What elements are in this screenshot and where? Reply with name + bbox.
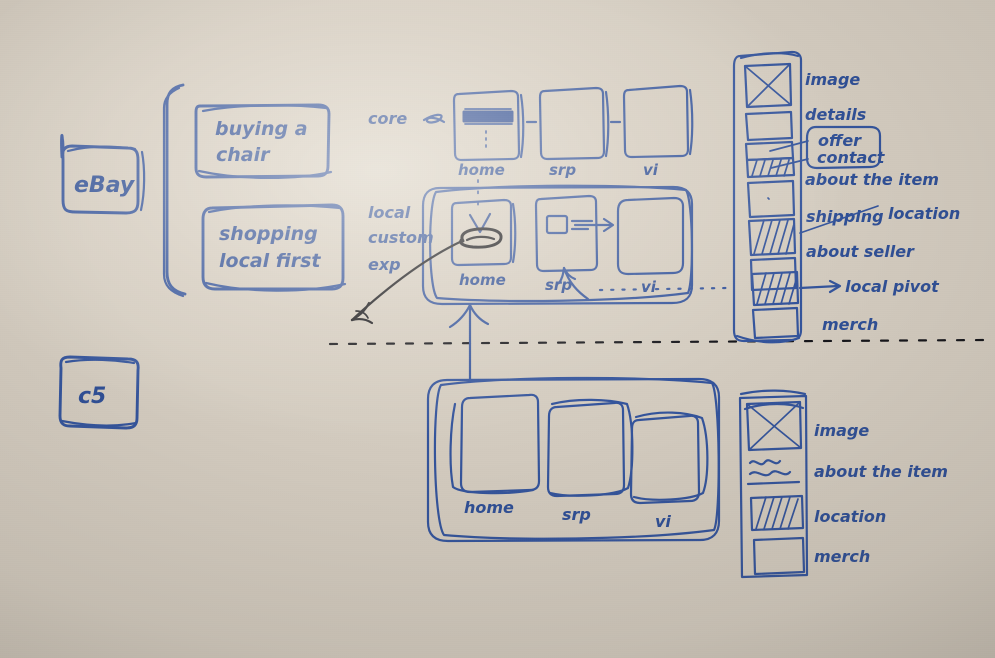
- local-label-image: image: [814, 421, 869, 440]
- c5-node[interactable]: c5: [58, 355, 140, 430]
- module-block-details[interactable]: [744, 110, 794, 142]
- vi-label-about-seller: about seller: [806, 242, 915, 261]
- vi-label-location-group: shipping location: [799, 204, 960, 234]
- core-screen-home-label: home: [458, 161, 505, 179]
- scenario-line1: buying a: [215, 118, 308, 140]
- local-screen-vi[interactable]: vi: [616, 196, 685, 296]
- local-to-modules-dotted: [598, 286, 729, 292]
- c5-label: c5: [78, 384, 106, 409]
- scenario2-line2: local first: [219, 250, 321, 272]
- local-label-line3: exp: [368, 255, 401, 274]
- module-block-location[interactable]: [747, 217, 797, 257]
- home-hero-bar: [462, 110, 514, 123]
- local-screen-home-label: home: [459, 271, 506, 289]
- srp-result-thumb: [545, 214, 569, 235]
- vi-label-details: details: [805, 105, 866, 124]
- module-block-image[interactable]: [743, 62, 793, 109]
- local-module-block-about-item[interactable]: [746, 459, 801, 486]
- local-home-callout-arrow: [350, 239, 464, 325]
- offer-contact-callout[interactable]: offer contact: [769, 125, 886, 170]
- bottom-screen-vi-label: vi: [655, 512, 671, 531]
- bottom-screen-srp-label: srp: [562, 505, 591, 524]
- vi-label-contact: contact: [817, 148, 886, 167]
- core-row-label-group: core: [368, 109, 446, 128]
- vi-label-location: location: [888, 204, 960, 223]
- vi-label-merch: merch: [822, 315, 878, 334]
- ebay-node[interactable]: eBay: [60, 134, 146, 215]
- module-block-merch[interactable]: [751, 306, 800, 340]
- vi-label-about-item: about the item: [805, 170, 939, 189]
- scenario-card-shopping-local-first[interactable]: shopping local first: [201, 203, 347, 292]
- core-screen-srp-label: srp: [549, 161, 576, 179]
- local-module-block-location[interactable]: [749, 494, 805, 532]
- vi-label-local-pivot: local pivot: [845, 277, 940, 296]
- local-screen-vi-label: vi: [641, 278, 657, 296]
- bottom-screen-vi[interactable]: vi: [629, 411, 709, 531]
- core-label: core: [368, 109, 407, 128]
- vi-label-image: image: [805, 70, 860, 89]
- scenario-line2: chair: [216, 144, 271, 166]
- scenario-card-buying-a-chair[interactable]: buying a chair: [194, 103, 333, 179]
- scenario-brace: [162, 83, 187, 298]
- local-module-stack: [738, 389, 809, 579]
- core-screen-srp[interactable]: srp: [538, 86, 610, 179]
- bottom-screen-home-label: home: [464, 498, 514, 517]
- local-label-line1: local: [368, 203, 411, 222]
- local-module-block-merch[interactable]: [752, 536, 806, 576]
- scenario2-line1: shopping: [219, 223, 318, 245]
- module-block-about-item[interactable]: [746, 179, 796, 219]
- core-screen-vi[interactable]: vi: [622, 84, 694, 179]
- local-label-location: location: [814, 507, 886, 526]
- local-pivot-callout: local pivot: [798, 277, 940, 296]
- ebay-label: eBay: [74, 173, 136, 198]
- vi-label-shipping-struck: shipping: [806, 207, 884, 226]
- section-divider-dashed: [328, 338, 988, 346]
- local-label-merch: merch: [814, 547, 870, 566]
- vi-module-stack: [732, 50, 803, 344]
- bottom-screen-home[interactable]: home: [449, 393, 541, 517]
- core-screen-vi-label: vi: [643, 161, 659, 179]
- bottom-screen-srp[interactable]: srp: [546, 398, 634, 524]
- core-screen-home[interactable]: home: [452, 89, 525, 179]
- local-label-about-item: about the item: [814, 462, 948, 481]
- local-module-block-image[interactable]: [743, 400, 805, 452]
